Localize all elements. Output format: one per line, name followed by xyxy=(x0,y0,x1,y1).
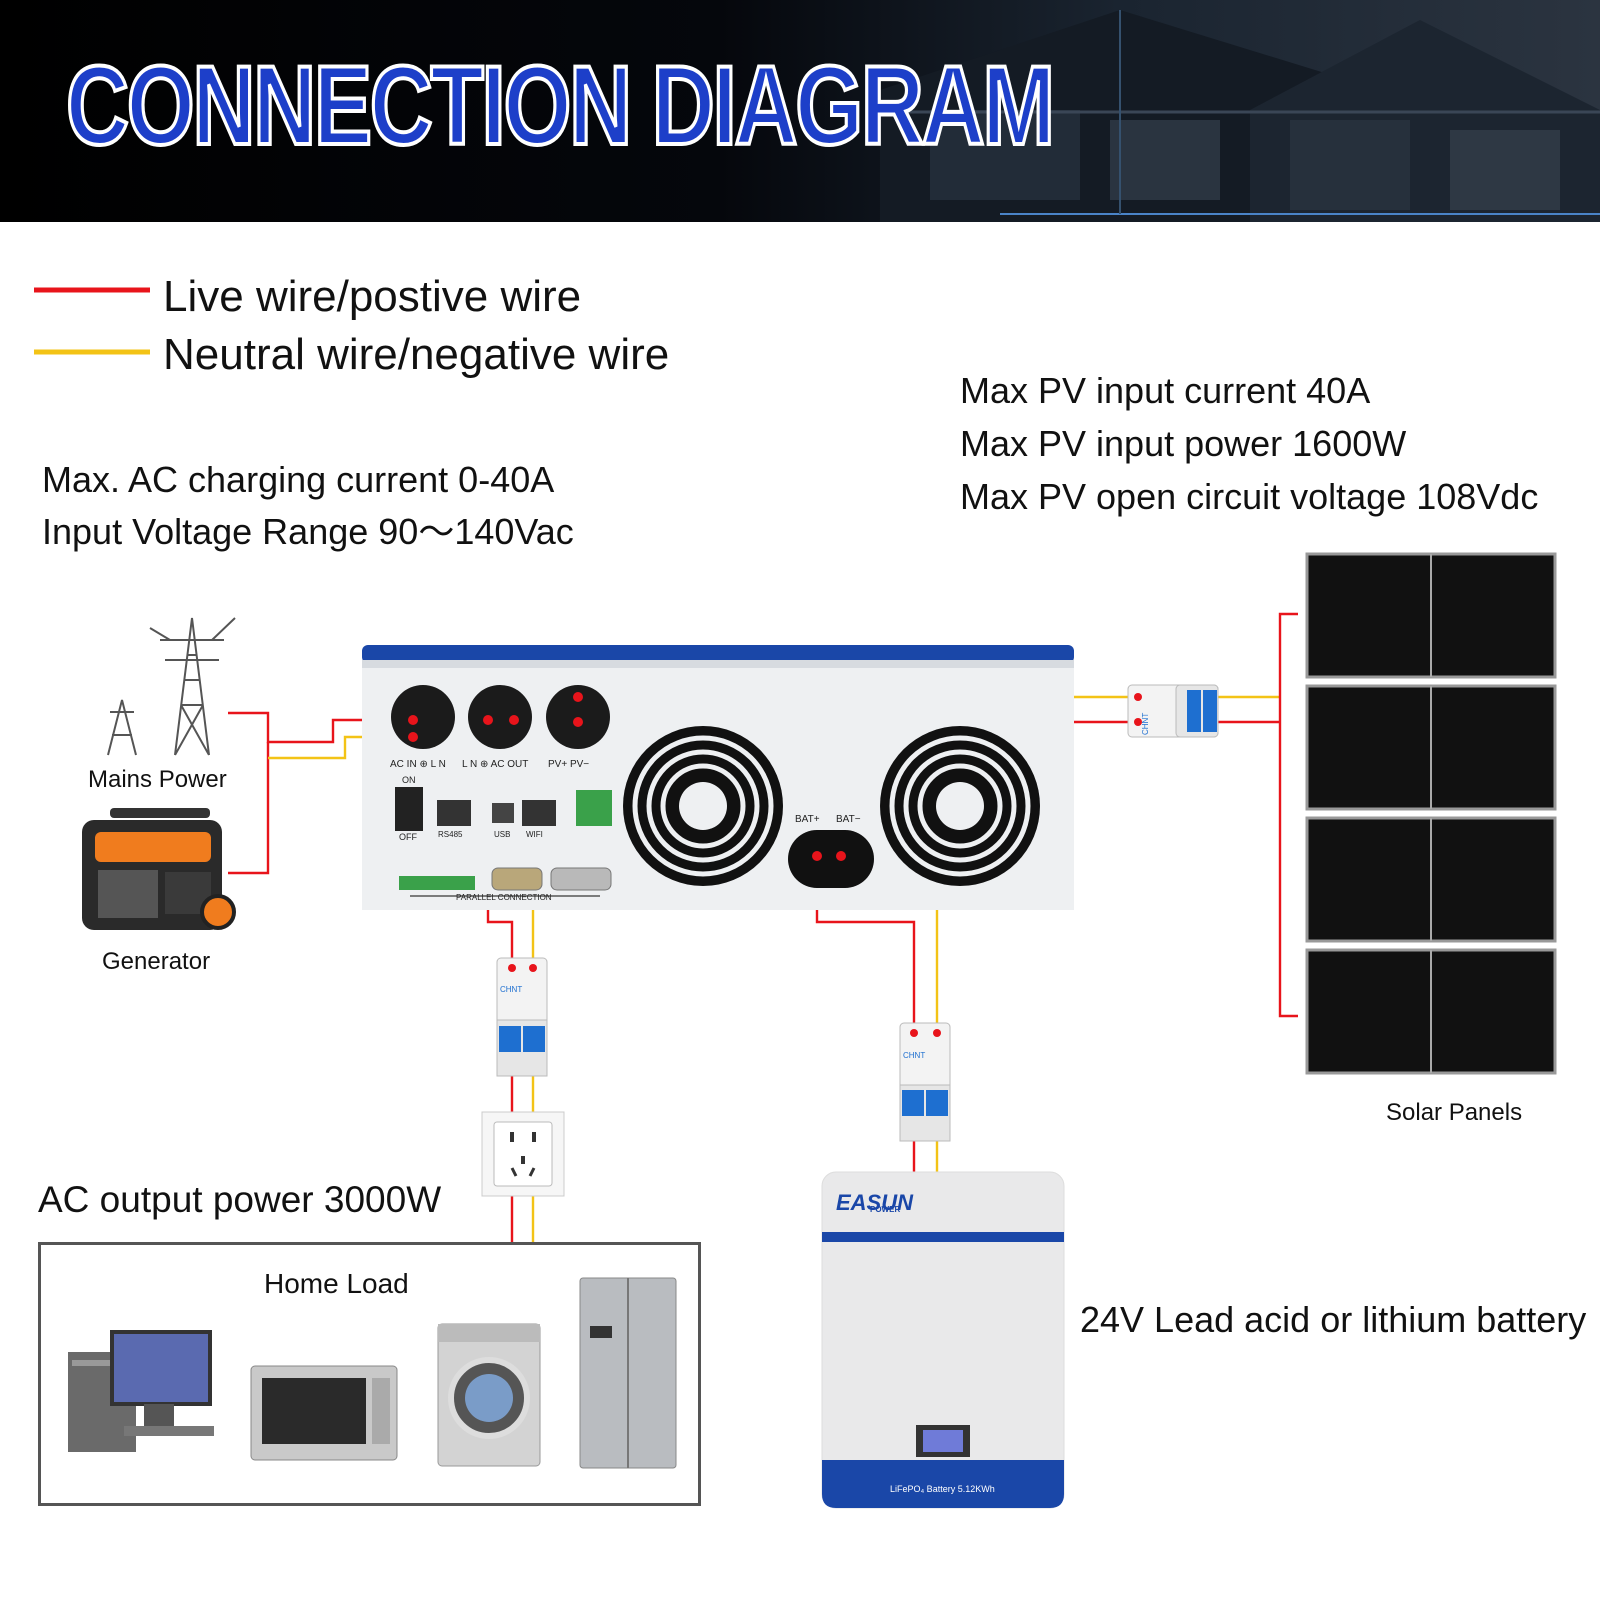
ac-out-port-label: L N ⊕ AC OUT xyxy=(462,759,528,770)
ac-spec-charging: Max. AC charging current 0-40A xyxy=(42,459,555,500)
computer-icon xyxy=(68,1330,214,1452)
rs485-port xyxy=(437,800,471,826)
generator-icon xyxy=(82,808,236,930)
solar-panel xyxy=(1305,816,1557,943)
legend-neutral-label: Neutral wire/negative wire xyxy=(163,330,670,379)
battery-brand-logo: EASUN xyxy=(836,1190,914,1215)
inverter-unit: AC IN ⊕ L N L N ⊕ AC OUT PV+ PV− ON OFF … xyxy=(362,645,1074,910)
power-switch xyxy=(395,787,423,831)
battery-breaker: CHNT xyxy=(899,1022,951,1142)
ac-in-port-label: AC IN ⊕ L N xyxy=(390,759,446,770)
legend-live-label: Live wire/postive wire xyxy=(163,272,582,321)
rs485-label: RS485 xyxy=(438,830,463,839)
house-background-graphic xyxy=(880,10,1600,222)
switch-on-label: ON xyxy=(402,775,416,785)
pv-port-label: PV+ PV− xyxy=(548,759,589,770)
cooling-fan-left xyxy=(623,726,783,886)
solar-panels xyxy=(1305,552,1557,1075)
cooling-fan-right xyxy=(880,726,1040,886)
pv-breaker-brand: CHNT xyxy=(1141,713,1150,735)
ac-out-gland xyxy=(468,685,532,749)
battery-model-label: LiFePO₄ Battery 5.12KWh xyxy=(890,1484,995,1494)
pv-breaker: CHNT xyxy=(1127,684,1219,738)
mains-power-label: Mains Power xyxy=(88,766,227,793)
bat-minus-label: BAT− xyxy=(836,814,861,825)
washing-machine-icon xyxy=(437,1323,541,1467)
refrigerator-icon xyxy=(579,1277,677,1469)
generator-label: Generator xyxy=(102,948,211,975)
usb-label: USB xyxy=(494,830,510,839)
usb-port xyxy=(492,803,514,823)
solar-panels-label: Solar Panels xyxy=(1386,1099,1523,1126)
ac-spec-voltage: Input Voltage Range 90～140Vac xyxy=(42,511,574,552)
battery-unit: EASUN POWER LiFePO₄ Battery 5.12KWh xyxy=(821,1171,1065,1509)
battery-label: 24V Lead acid or lithium battery xyxy=(1080,1299,1587,1340)
battery-terminal-window xyxy=(788,830,874,888)
wifi-label: WIFI xyxy=(526,830,543,839)
dry-contact-terminal xyxy=(576,790,612,826)
battery-breaker-brand: CHNT xyxy=(903,1051,925,1060)
legend-swatches xyxy=(34,287,150,355)
solar-panel xyxy=(1305,948,1557,1075)
power-pylon-icon xyxy=(107,617,236,756)
ac-in-gland xyxy=(391,685,455,749)
wall-socket-icon xyxy=(481,1111,565,1197)
pv-spec-current: Max PV input current 40A xyxy=(960,370,1371,411)
solar-panel xyxy=(1305,552,1557,679)
home-load-label: Home Load xyxy=(264,1268,409,1299)
ac-output-label: AC output power 3000W xyxy=(38,1179,442,1220)
parallel-connection-label: PARALLEL CONNECTION xyxy=(456,893,552,902)
header-banner: CONNECTION DIAGRAM xyxy=(0,0,1600,222)
ac-breaker-brand: CHNT xyxy=(500,985,522,994)
switch-off-label: OFF xyxy=(399,832,417,842)
battery-brand-sub: POWER xyxy=(870,1205,900,1214)
pv-spec-voltage: Max PV open circuit voltage 108Vdc xyxy=(960,476,1539,517)
home-load-box xyxy=(38,1242,701,1506)
microwave-oven-icon xyxy=(250,1365,398,1461)
solar-panel xyxy=(1305,684,1557,811)
pv-spec-power: Max PV input power 1600W xyxy=(960,423,1407,464)
ac-output-breaker: CHNT xyxy=(496,957,548,1077)
wifi-port xyxy=(522,800,556,826)
page-title: CONNECTION DIAGRAM xyxy=(64,43,1056,168)
bat-plus-label: BAT+ xyxy=(795,814,820,825)
